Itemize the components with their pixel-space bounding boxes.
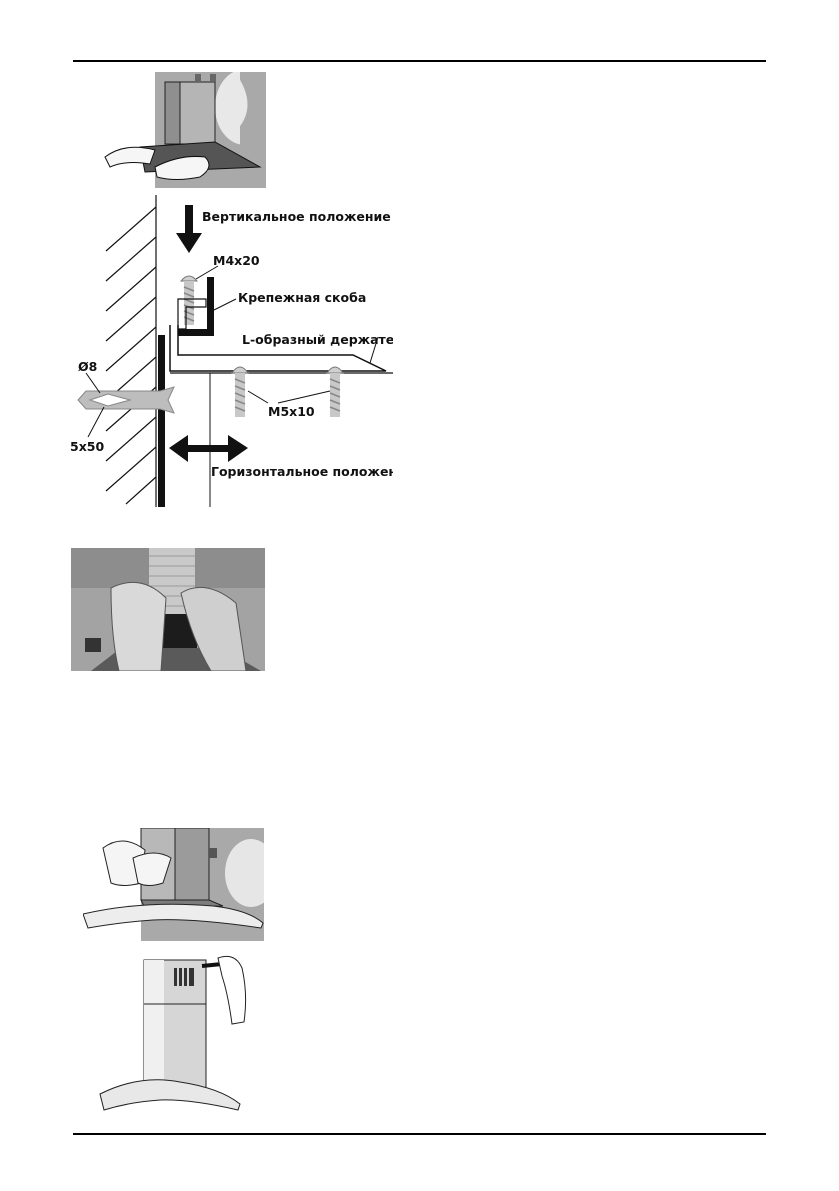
- bottom-rule: [73, 1133, 766, 1135]
- figure-screwdriver-drawing: [90, 954, 250, 1116]
- screwdriver-illustration: [99, 955, 247, 1111]
- label-horizontal-position: Горизонтальное положение: [211, 464, 393, 479]
- duct-photo-illustration: [71, 548, 265, 671]
- vertical-arrow-icon: [176, 205, 202, 253]
- wall-hatching: [105, 195, 157, 507]
- chimney-fixing-illustration: [83, 828, 264, 941]
- screw-m5x10-right: [326, 366, 344, 417]
- figure-hood-mounting-photo: [85, 72, 266, 188]
- wall-plate: [158, 335, 165, 507]
- label-screw-m4x20: M4x20: [213, 253, 260, 268]
- label-mounting-bracket: Крепежная скоба: [238, 290, 366, 305]
- figure-mounting-diagram: Вертикальное положение M4x20 Крепежная с…: [68, 195, 393, 507]
- screw-m5x10-left: [231, 366, 249, 417]
- top-rule: [73, 60, 766, 62]
- label-dowel-diameter: Ø8: [78, 359, 97, 374]
- figure-chimney-fixing-photo: [83, 828, 264, 941]
- mounting-diagram-svg: Вертикальное положение M4x20 Крепежная с…: [70, 195, 393, 507]
- horizontal-arrow-icon: [169, 435, 248, 462]
- label-l-shaped-holder: L-образный держатель: [242, 332, 393, 347]
- label-screw-m5x10: M5x10: [268, 404, 315, 419]
- label-vertical-position: Вертикальное положение: [202, 209, 391, 224]
- figure-duct-photo: [71, 548, 265, 671]
- screw-m4x20: [179, 275, 199, 325]
- hood-photo-illustration: [85, 72, 266, 188]
- mounting-bracket: [177, 277, 214, 336]
- label-dowel-size: 5x50: [70, 439, 104, 454]
- wall-dowel: [77, 386, 175, 414]
- l-shaped-holder: [169, 325, 387, 372]
